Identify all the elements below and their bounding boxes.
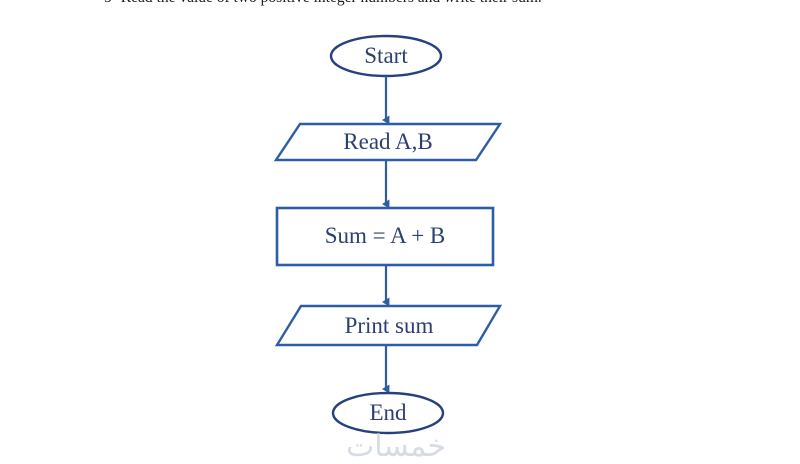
node-end-shape[interactable] [331,391,445,435]
node-print-shape[interactable] [274,304,503,347]
node-start-shape[interactable] [329,34,443,78]
exercise-heading: 5- Read the value of two positive intege… [104,0,724,6]
node-sum-shape[interactable] [275,206,495,267]
node-read-shape[interactable] [273,122,503,162]
